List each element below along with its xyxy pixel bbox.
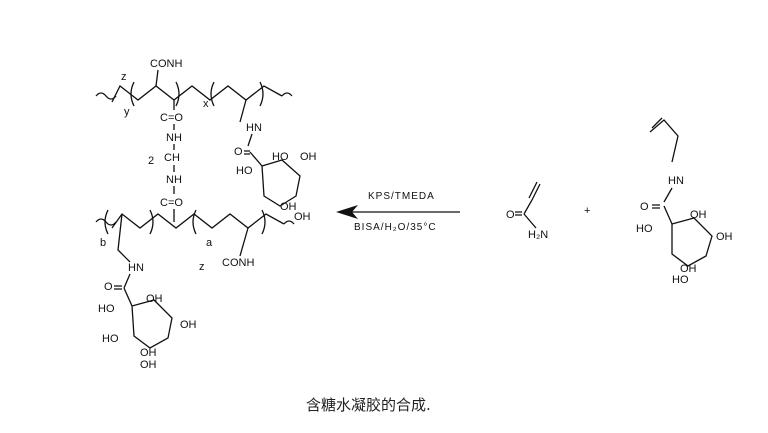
sugar-top: HN O HO OH HO OH OH <box>234 122 317 223</box>
conh-label: CONH <box>150 58 182 70</box>
monomer-oh-3: OH <box>680 263 697 275</box>
hydrogel-bottom-chain: b a z CONH HN <box>95 209 295 274</box>
methylene: CH <box>164 152 180 164</box>
sugar-bottom-oh-2: OH <box>180 319 197 331</box>
acrylamide-vinyl <box>523 183 541 215</box>
sugar-bottom-ho-2: HO <box>102 333 119 345</box>
sugar-bottom-oh-4: OH <box>140 359 157 371</box>
monomer-ho-1: HO <box>636 223 653 235</box>
monomer-ho-2: HO <box>672 274 689 286</box>
acrylamide-c-n <box>523 213 537 229</box>
bracket-a-left <box>192 209 197 235</box>
sugar-top-oh-1: OH <box>300 151 317 163</box>
carbonyl-double-bond-bottom <box>114 285 122 290</box>
sugar-bottom: O HO OH OH HO OH OH <box>98 273 197 371</box>
arrow-head <box>336 205 358 219</box>
acrylamide-nh2: H₂N <box>528 229 548 241</box>
bracket-x-right <box>259 81 264 107</box>
amide-nh-top: NH <box>166 132 182 144</box>
bracket-b-left <box>104 209 109 235</box>
condition-solvent: BISA/H₂O/35°C <box>354 222 437 233</box>
allyl-double-bond <box>651 117 663 129</box>
sugar-bottom-oh-3: OH <box>140 347 157 359</box>
acrylamide-carbonyl-double <box>515 211 522 216</box>
subscript-z-bottom: z <box>199 261 205 273</box>
bracket-a-right <box>261 209 266 235</box>
bracket-y-left <box>130 81 135 107</box>
subscript-a: a <box>206 237 213 249</box>
acrylamide-double-bond <box>528 181 538 199</box>
wavy-end-left <box>95 92 117 100</box>
conh-label-bottom: CONH <box>222 257 254 269</box>
subscript-b: b <box>100 237 106 249</box>
subscript-z: z <box>121 71 127 83</box>
figure-caption: 含糖水凝胶的合成. <box>306 396 431 414</box>
crosslinker-bisacrylamide: C=O NH CH 2 NH C=O <box>148 100 183 222</box>
allyl-chain <box>649 119 679 163</box>
subscript-y: y <box>124 106 130 118</box>
conh-bond-bottom <box>239 227 249 257</box>
wavy-end-right <box>281 92 293 97</box>
side-chain-bottom <box>117 213 131 263</box>
monomer-oh-2: OH <box>716 231 733 243</box>
monomer-carbonyl-double <box>652 204 660 209</box>
bracket-b-right <box>149 209 154 235</box>
side-chain-to-sugar <box>239 99 247 123</box>
sugar-top-ring <box>249 151 301 207</box>
carbonyl-double-bond <box>244 150 250 155</box>
hn-bottom: HN <box>128 262 144 274</box>
conh-bond <box>155 69 159 87</box>
hydrogel-top-chain: CONH z y x <box>95 58 293 123</box>
sugar-top-carbonyl-o: O <box>234 146 243 158</box>
monomer-oh-1: OH <box>690 209 707 221</box>
sugar-bottom-ring <box>123 287 173 349</box>
carbonyl-top: C=O <box>160 112 183 124</box>
plus-sign: + <box>584 205 590 217</box>
n-allyl-monomer: HN O HO OH OH OH HO <box>636 117 733 286</box>
acrylamide-o: O <box>506 209 515 221</box>
monomer-carbonyl-o: O <box>640 201 649 213</box>
sugar-top-oh-3: OH <box>294 211 311 223</box>
sugar-top-ho-1: HO <box>272 151 289 163</box>
sugar-top-hn: HN <box>246 122 262 134</box>
amide-nh-bottom: NH <box>166 174 182 186</box>
monomer-hn: HN <box>668 175 684 187</box>
monomer-hn-co <box>663 187 673 203</box>
wavy-end-left-bottom <box>95 218 117 226</box>
backbone-top <box>111 85 283 103</box>
wavy-end-right-bottom <box>283 220 295 225</box>
sugar-bottom-ho-1: HO <box>98 303 115 315</box>
sugar-bottom-oh-1: OH <box>146 293 163 305</box>
sugar-top-oh-2: OH <box>280 201 297 213</box>
bracket-x-left <box>210 81 215 107</box>
methylene-subscript: 2 <box>148 155 154 167</box>
condition-initiator: KPS/TMEDA <box>368 191 435 202</box>
monomer-ring <box>663 205 713 267</box>
reaction-arrow: KPS/TMEDA BISA/H₂O/35°C <box>336 191 460 233</box>
sugar-top-ho-2: HO <box>236 165 253 177</box>
bond-hn-co-bottom <box>123 273 131 289</box>
carbonyl-bottom: C=O <box>160 197 183 209</box>
bond-hn-co <box>247 133 253 147</box>
bracket-y-right <box>175 81 180 107</box>
backbone-bottom <box>111 213 285 229</box>
acrylamide-monomer: O H₂N <box>506 181 548 241</box>
subscript-x: x <box>203 98 209 110</box>
sugar-bottom-carbonyl-o: O <box>104 281 113 293</box>
